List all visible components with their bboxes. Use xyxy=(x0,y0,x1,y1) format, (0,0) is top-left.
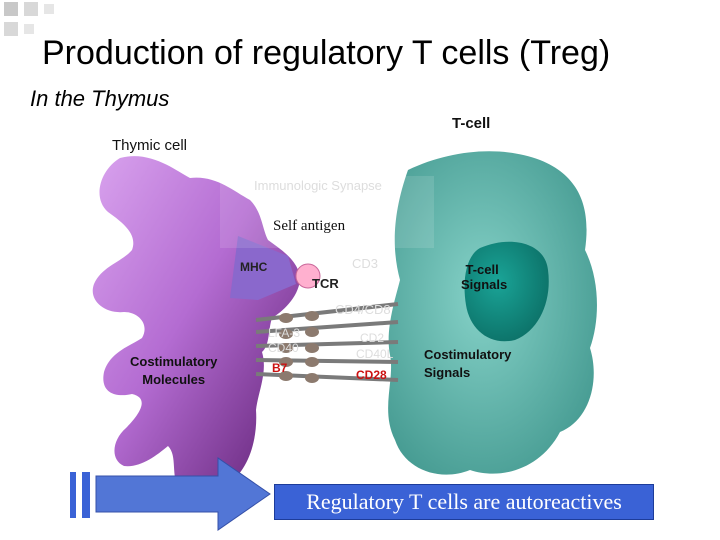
treg-banner: Regulatory T cells are autoreactives xyxy=(274,484,654,520)
costimulatory-molecules-label: Costimulatory Molecules xyxy=(130,354,218,387)
costimulatory-signals-label: Costimulatory Signals xyxy=(424,347,512,380)
cd3-label: CD3 xyxy=(352,256,379,271)
cd2-label: CD2 xyxy=(360,331,385,345)
lfa3-label: LFA-3 xyxy=(268,326,301,340)
receptor-beads xyxy=(279,311,319,383)
page-title: Production of regulatory T cells (Treg) xyxy=(42,34,611,72)
synapse-band xyxy=(220,176,434,248)
tcr-label: TCR xyxy=(312,276,339,291)
b7-label: B7 xyxy=(272,361,288,375)
mhc-label: MHC xyxy=(240,260,268,274)
corner-decoration xyxy=(4,2,54,36)
page-subtitle: In the Thymus xyxy=(30,86,170,111)
synapse-label: Immunologic Synapse xyxy=(254,178,382,193)
t-cell-nucleus xyxy=(464,241,549,342)
cd28-label: CD28 xyxy=(356,368,387,382)
cd40l-label: CD40L xyxy=(356,347,394,361)
cd2-cd40l-labels: CD2 CD40L xyxy=(356,330,393,362)
t-cell-signals-label: T-cell Signals xyxy=(461,262,508,292)
lfa3-cd40-labels: LFA-3 CD40 xyxy=(268,326,300,356)
cd40-label: CD40 xyxy=(268,341,299,355)
bottom-arrow xyxy=(70,457,271,531)
t-cell-label: T-cell xyxy=(452,115,491,132)
mhc-molecule xyxy=(230,236,296,300)
self-antigen-label: Self antigen xyxy=(273,218,346,234)
tcr-circle xyxy=(295,263,321,289)
cd4-cd8-label: CD4/CD8 xyxy=(335,302,391,317)
thymic-cell-label: Thymic cell xyxy=(112,137,188,154)
